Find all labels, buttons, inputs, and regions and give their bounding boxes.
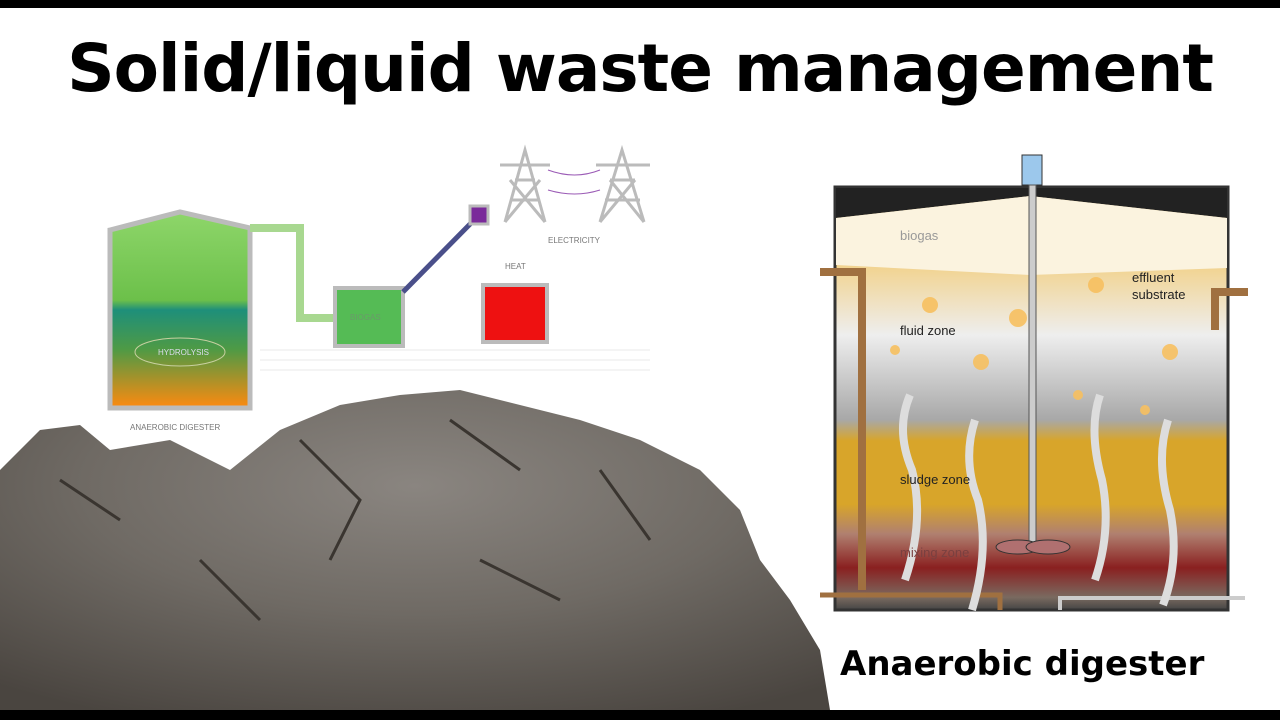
- zone-label-mixing: mixing zone: [900, 545, 969, 560]
- process-diagram: HYDROLYSIS BIOGAS ELECTRICITY HEAT ANAER…: [107, 144, 650, 432]
- digester-caption: Anaerobic digester: [840, 644, 1205, 684]
- sludge-pile-image: [0, 390, 830, 710]
- top-letterbox: [0, 0, 1280, 8]
- zone-label-fluid: fluid zone: [900, 323, 956, 338]
- digester-cutaway: biogas effluent substrate fluid zone slu…: [820, 154, 1248, 612]
- mixer-spirals: [898, 393, 1178, 612]
- generator-box: [468, 204, 490, 226]
- biogas-tank: [333, 286, 405, 348]
- electricity-label: ELECTRICITY: [548, 236, 601, 245]
- digester-label: ANAEROBIC DIGESTER: [130, 423, 220, 432]
- zone-label-sludge: sludge zone: [900, 472, 970, 487]
- pylon-icons: [500, 144, 650, 223]
- gas-pipe: [250, 224, 335, 322]
- electricity-line: [401, 214, 480, 294]
- zone-label-biogas: biogas: [900, 228, 939, 243]
- zone-label-effluent: effluent: [1132, 270, 1175, 285]
- ground-lines: [260, 349, 650, 371]
- hydrolysis-label: HYDROLYSIS: [158, 348, 209, 357]
- biogas-label: BIOGAS: [350, 313, 381, 322]
- heat-box: [481, 283, 549, 344]
- bottom-letterbox: [0, 710, 1280, 720]
- page-title: Solid/liquid waste management: [67, 30, 1214, 107]
- anaerobic-digester-tank: [107, 209, 253, 411]
- zone-label-substrate: substrate: [1132, 287, 1185, 302]
- bubbles: [890, 277, 1178, 415]
- heat-label: HEAT: [505, 262, 526, 271]
